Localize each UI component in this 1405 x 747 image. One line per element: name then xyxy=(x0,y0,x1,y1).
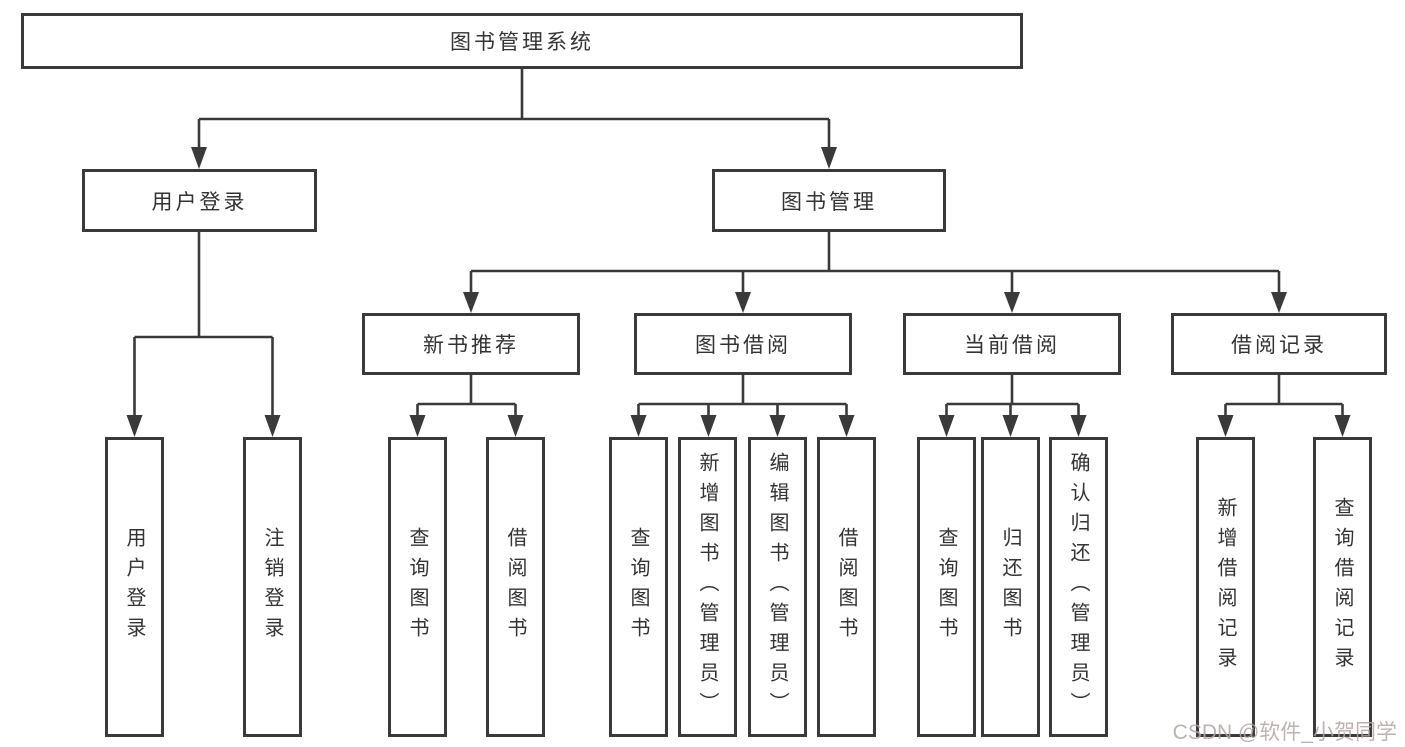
node-label: 借阅图书 xyxy=(504,527,526,647)
node-label: 查询图书 xyxy=(406,527,428,647)
node-label: 图书管理系统 xyxy=(450,31,594,54)
node-label: 借阅记录 xyxy=(1231,334,1327,357)
node-label: 查询图书 xyxy=(627,527,649,647)
node-label: 新增图书（管理员） xyxy=(696,452,718,722)
node-new-book-recommend: 新书推荐 xyxy=(362,313,580,375)
leaf-logout: 注销登录 xyxy=(243,437,302,737)
node-book-borrow: 图书借阅 xyxy=(634,313,852,375)
leaf-borrow-books: 借阅图书 xyxy=(817,437,876,737)
leaf-add-books-admin: 新增图书（管理员） xyxy=(678,437,737,737)
node-label: 图书管理 xyxy=(781,190,877,214)
leaf-add-borrow-record: 新增借阅记录 xyxy=(1196,437,1255,737)
leaf-confirm-return-admin: 确认归还（管理员） xyxy=(1049,437,1108,737)
node-label: 确认归还（管理员） xyxy=(1067,452,1089,722)
leaf-edit-books-admin: 编辑图书（管理员） xyxy=(748,437,807,737)
node-label: 当前借阅 xyxy=(964,334,1060,357)
csdn-watermark: CSDN @软件_小贺同学 xyxy=(1172,721,1397,744)
node-book-management: 图书管理 xyxy=(712,169,946,232)
node-label: 借阅图书 xyxy=(835,527,857,647)
node-current-borrow: 当前借阅 xyxy=(903,313,1121,375)
leaf-borrow-books-newbook: 借阅图书 xyxy=(486,437,545,737)
node-label: 查询借阅记录 xyxy=(1331,497,1353,677)
node-label: 新增借阅记录 xyxy=(1214,497,1236,677)
node-label: 用户登录 xyxy=(123,527,145,647)
leaf-query-borrow-record: 查询借阅记录 xyxy=(1313,437,1372,737)
node-label: 图书借阅 xyxy=(695,334,791,357)
node-user-login: 用户登录 xyxy=(82,169,317,232)
leaf-user-login: 用户登录 xyxy=(105,437,164,737)
node-borrow-records: 借阅记录 xyxy=(1171,313,1387,375)
node-label: 查询图书 xyxy=(935,527,957,647)
leaf-query-books-current: 查询图书 xyxy=(917,437,976,737)
node-label: 编辑图书（管理员） xyxy=(766,452,788,722)
leaf-query-books-newbook: 查询图书 xyxy=(388,437,447,737)
node-root-library-system: 图书管理系统 xyxy=(21,13,1023,69)
node-label: 用户登录 xyxy=(151,190,248,214)
node-label: 注销登录 xyxy=(261,527,283,647)
leaf-query-books-borrow: 查询图书 xyxy=(609,437,668,737)
leaf-return-books: 归还图书 xyxy=(981,437,1040,737)
node-label: 归还图书 xyxy=(999,527,1021,647)
node-label: 新书推荐 xyxy=(423,334,519,357)
